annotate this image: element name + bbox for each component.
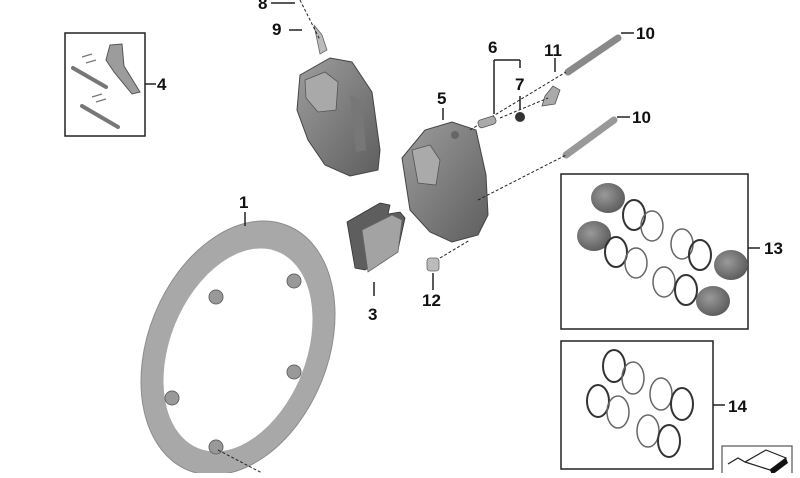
diagram-nav-icon[interactable] xyxy=(721,445,793,477)
callout-10-lower[interactable]: 10 xyxy=(632,108,651,127)
seal-kit-group xyxy=(560,340,725,470)
callout-8[interactable]: 8 xyxy=(258,0,268,13)
piston-seal-kit-group xyxy=(560,173,760,330)
callout-1[interactable]: 1 xyxy=(239,193,249,212)
pad-retaining-kit-group xyxy=(64,32,156,137)
callout-9[interactable]: 9 xyxy=(272,20,282,39)
mounting-bolts xyxy=(469,32,634,201)
guide-sleeve-group xyxy=(426,239,471,290)
callout-12[interactable]: 12 xyxy=(422,291,441,310)
bleed-valve-parts xyxy=(477,58,561,129)
callout-7[interactable]: 7 xyxy=(515,75,525,94)
callout-4[interactable]: 4 xyxy=(157,75,167,94)
caliper-rear-half xyxy=(296,0,381,177)
brake-pads-group xyxy=(346,202,406,296)
callout-14[interactable]: 14 xyxy=(728,397,747,416)
brake-disc-group xyxy=(140,212,336,476)
caliper-front-half xyxy=(401,121,489,243)
callout-13[interactable]: 13 xyxy=(764,239,783,258)
callout-5[interactable]: 5 xyxy=(437,89,447,108)
callout-3[interactable]: 3 xyxy=(368,305,378,324)
callout-10-upper[interactable]: 10 xyxy=(636,24,655,43)
callout-11[interactable]: 11 xyxy=(544,41,562,60)
callout-6[interactable]: 6 xyxy=(488,38,498,57)
